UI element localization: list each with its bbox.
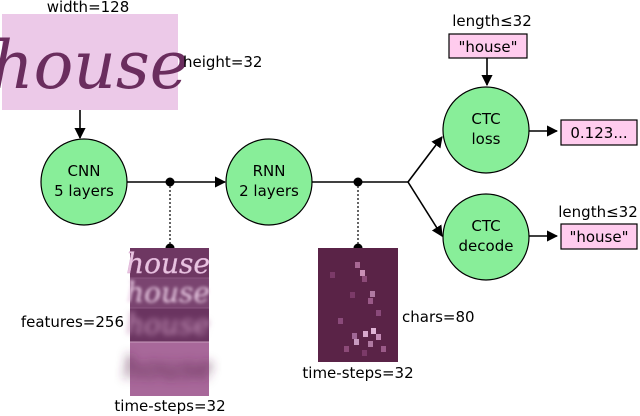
ctc-decode-title: CTC	[471, 217, 500, 235]
rnn-activation-cell	[368, 298, 373, 304]
rnn-activation-cell	[376, 310, 381, 316]
feature-map-4-bg	[130, 342, 209, 396]
rnn-activation-cell	[362, 350, 367, 356]
rnn-activation-cell	[376, 334, 381, 340]
rnn-subtitle: 2 layers	[239, 182, 299, 200]
rnn-output-matrix	[318, 248, 398, 362]
input-width-label: width=128	[47, 0, 130, 16]
input-handwritten-word: house	[0, 27, 189, 104]
target-text-box	[448, 33, 528, 59]
ctc-decode-subtitle: decode	[459, 237, 514, 255]
rnn-activation-cell	[371, 328, 376, 334]
loss-length-label: length≤32	[452, 12, 531, 30]
feature-map-3-bg	[130, 308, 209, 342]
cnn-feature-maps: house house house house	[123, 247, 213, 396]
rnn-activation-cell	[368, 341, 373, 347]
input-image: house	[0, 14, 189, 110]
loss-value: 0.123...	[570, 124, 627, 142]
rnn-activation-cell	[354, 339, 359, 345]
feature-map-3-word: house	[126, 308, 210, 341]
rnn-title: RNN	[253, 162, 286, 180]
chars-label: chars=80	[402, 308, 475, 326]
feature-map-4-word: house	[123, 351, 213, 386]
ctc-decode-node: CTC decode	[442, 193, 530, 281]
rnn-activation-cell	[344, 346, 349, 352]
cnn-tap-dot	[165, 177, 175, 187]
ctc-decode-circle	[442, 193, 530, 281]
features-label: features=256	[21, 313, 124, 331]
rnn-activation-cell	[363, 331, 368, 337]
input-image-background	[2, 14, 178, 110]
cnn-node: CNN 5 layers	[40, 138, 128, 226]
ctc-loss-node: CTC loss	[442, 86, 530, 174]
rnn-activation-cell	[370, 291, 375, 297]
feature-map-2-word: house	[126, 276, 210, 309]
rnn-activation-cell	[352, 333, 357, 339]
ctc-loss-title: CTC	[471, 110, 500, 128]
ctc-loss-circle	[442, 86, 530, 174]
rnn-node: RNN 2 layers	[225, 138, 313, 226]
decode-length-label: length≤32	[558, 203, 637, 221]
rnn-tap-dot	[353, 177, 363, 187]
cnn-title: CNN	[68, 162, 101, 180]
rnn-time-steps-label: time-steps=32	[302, 364, 413, 382]
feature-map-1-word: house	[126, 247, 210, 280]
arrow-split-to-ctc-decode	[407, 181, 443, 237]
input-height-label: height=32	[183, 53, 262, 71]
rnn-activation-cell	[338, 318, 343, 324]
rnn-activation-cell	[362, 276, 367, 282]
arrow-split-to-ctc-loss	[407, 136, 443, 183]
rnn-activation-cell	[350, 292, 355, 298]
rnn-activation-cell	[330, 272, 335, 278]
cnn-time-steps-label: time-steps=32	[114, 397, 225, 415]
rnn-activation-cell	[381, 346, 386, 352]
decoded-text: "house"	[569, 228, 628, 246]
rnn-activation-cell	[355, 262, 360, 268]
cnn-subtitle: 5 layers	[54, 182, 114, 200]
decoded-text-box	[560, 223, 638, 250]
target-text: "house"	[458, 38, 517, 56]
ctc-loss-subtitle: loss	[472, 130, 501, 148]
feature-map-1-bg	[130, 248, 209, 278]
loss-value-box	[560, 119, 638, 146]
rnn-activation-cell	[360, 270, 365, 276]
feature-map-2-bg	[130, 278, 209, 308]
